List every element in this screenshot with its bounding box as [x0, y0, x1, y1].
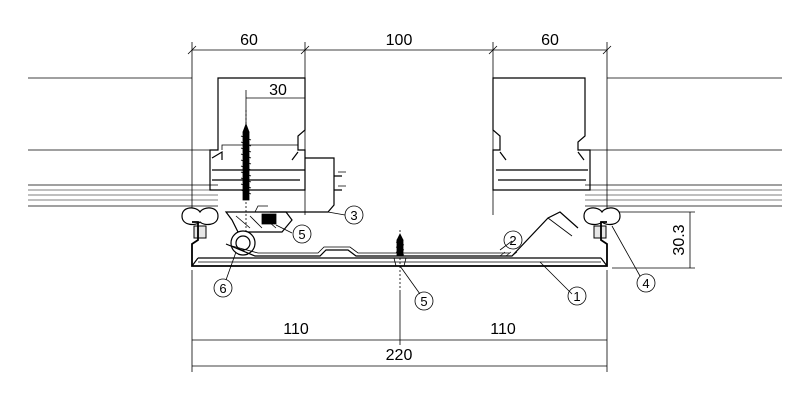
fixing-screw [240, 110, 252, 236]
right-edge-profile [492, 77, 591, 191]
dim-bottom-total: 220 [386, 347, 413, 364]
callout-5b-label: 5 [420, 294, 427, 309]
left-edge-profile [209, 77, 306, 191]
callout-3: 3 [344, 205, 364, 225]
callout-2: 2 [503, 230, 523, 250]
floor-layers-left [28, 77, 218, 207]
dim-top-right: 60 [541, 32, 559, 49]
callout-2-label: 2 [509, 233, 516, 248]
dim-screw-offset: 30 [269, 82, 287, 99]
callout-5a-label: 5 [298, 227, 305, 242]
center-screw [393, 230, 407, 290]
callout-4-label: 4 [642, 276, 649, 291]
dim-height-right: 30.3 [671, 224, 688, 255]
gaskets [181, 207, 621, 239]
dim-top-middle: 100 [386, 32, 413, 49]
dim-bottom-left: 110 [283, 321, 309, 338]
callout-1-label: 1 [573, 289, 580, 304]
callout-4: 4 [636, 273, 656, 293]
floor-layers-right [585, 77, 782, 207]
callout-1: 1 [567, 286, 587, 306]
callout-6-label: 6 [219, 281, 226, 296]
bracket-3 [270, 157, 346, 213]
callout-6: 6 [213, 278, 233, 298]
callout-5b: 5 [414, 291, 434, 311]
dimension-lines [187, 42, 695, 372]
dim-bottom-right: 110 [490, 321, 516, 338]
dim-top-left: 60 [240, 32, 258, 49]
cover-plate-2 [225, 211, 579, 257]
clamp-assembly [224, 205, 293, 233]
callout-3-label: 3 [350, 208, 357, 223]
leader-lines [225, 211, 641, 295]
callout-5a: 5 [292, 224, 312, 244]
